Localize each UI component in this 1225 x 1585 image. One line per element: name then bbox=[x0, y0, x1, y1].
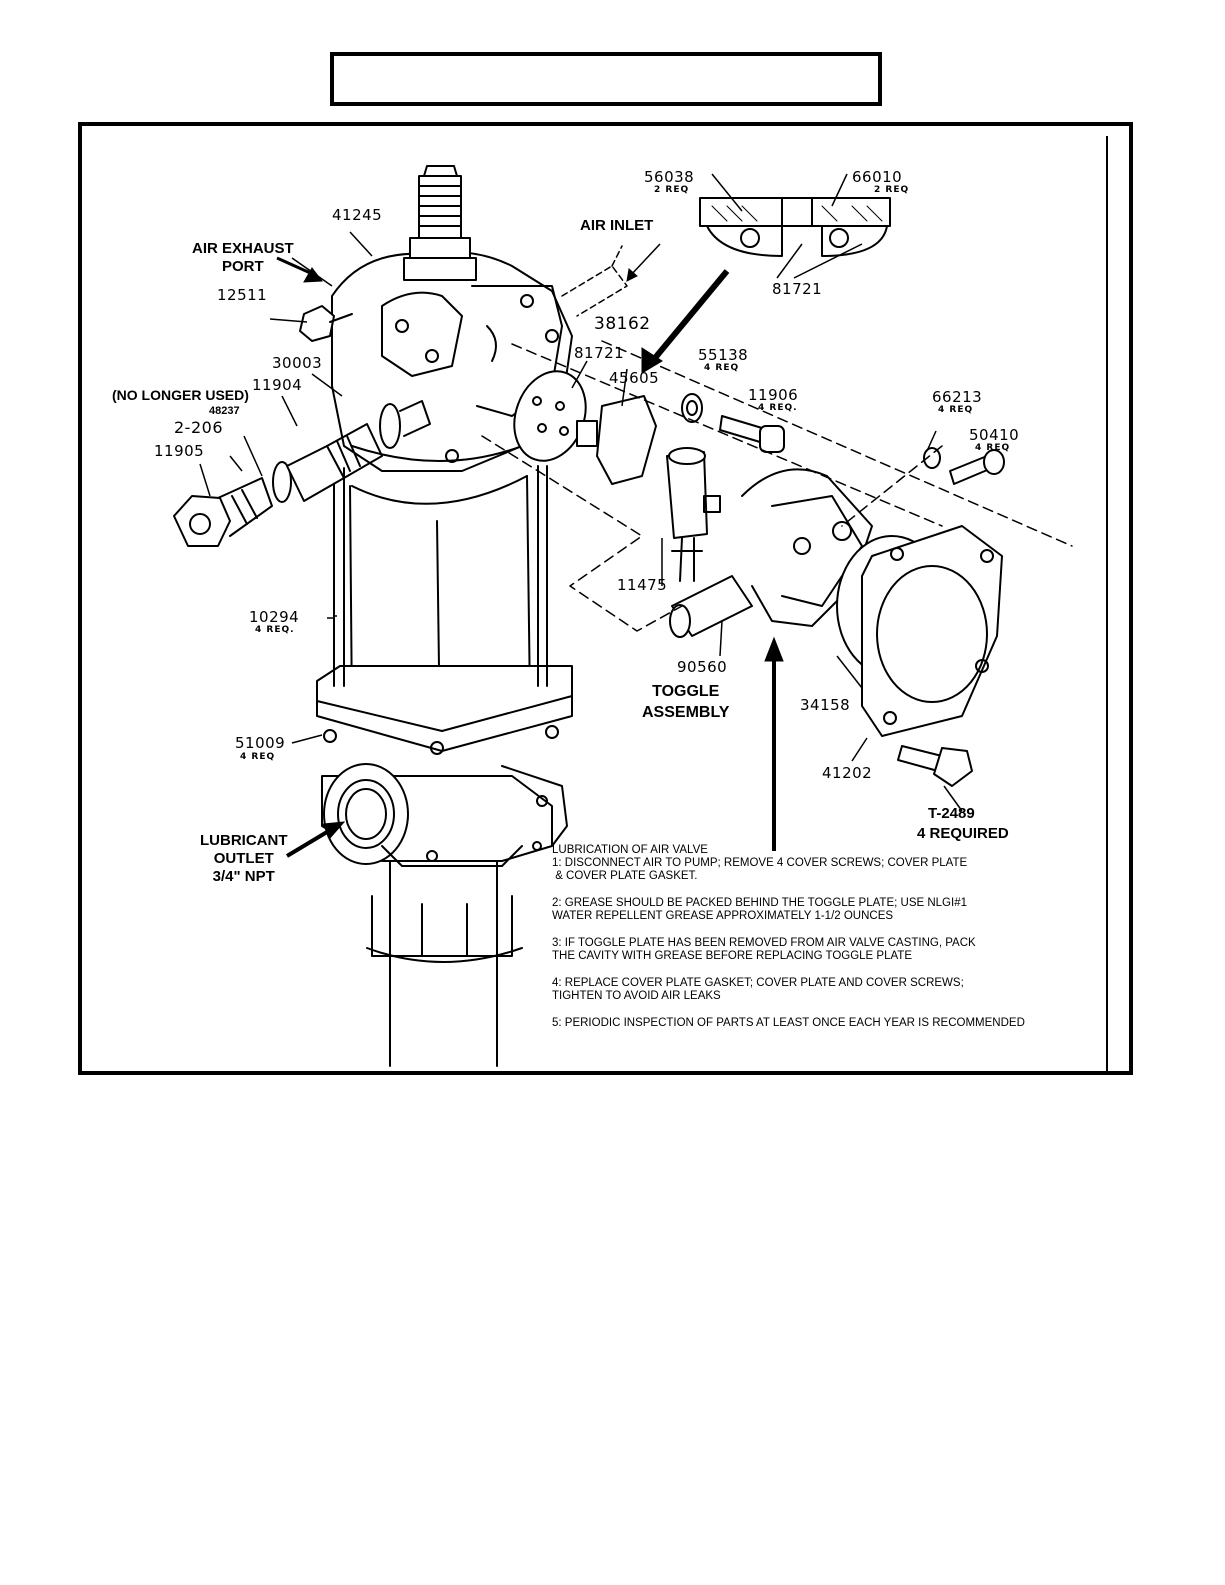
callout-55138: 55138 bbox=[698, 346, 749, 364]
callout-2-206: 2-206 bbox=[174, 418, 223, 437]
callout-50410-req: 4 REQ bbox=[975, 443, 1011, 453]
outlet-housing bbox=[321, 763, 568, 867]
arrows bbox=[276, 243, 784, 858]
screw-50410 bbox=[923, 447, 1005, 485]
callout-11906: 11906 bbox=[748, 386, 799, 404]
pin-11475 bbox=[666, 447, 721, 582]
notes-step-5: 5: PERIODIC INSPECTION OF PARTS AT LEAST… bbox=[552, 1017, 1025, 1029]
callout-10294-req: 4 REQ. bbox=[255, 625, 295, 635]
callout-66010: 66010 bbox=[852, 168, 903, 186]
notes-step-4: 4: REPLACE COVER PLATE GASKET; COVER PLA… bbox=[552, 977, 964, 1002]
callout-41202: 41202 bbox=[822, 764, 873, 782]
callout-lubricant-outlet: LUBRICANT OUTLET 3/4" NPT bbox=[200, 832, 288, 885]
callout-51009: 51009 bbox=[235, 734, 286, 752]
callout-55138-req: 4 REQ bbox=[704, 363, 740, 373]
air-cylinder bbox=[316, 465, 573, 755]
notes-step-1: 1: DISCONNECT AIR TO PUMP; REMOVE 4 COVE… bbox=[552, 857, 968, 882]
callout-81721-top: 81721 bbox=[772, 280, 823, 298]
callout-air-inlet: AIR INLET bbox=[580, 217, 654, 234]
callout-81721: 81721 bbox=[574, 344, 625, 362]
margin-rule bbox=[1106, 136, 1108, 1071]
callout-12511: 12511 bbox=[217, 286, 268, 304]
callout-30003: 30003 bbox=[272, 354, 323, 372]
callout-45605: 45605 bbox=[609, 369, 660, 387]
screw-11906 bbox=[719, 415, 785, 453]
notes-heading: LUBRICATION OF AIR VALVE bbox=[552, 844, 708, 856]
cover-plate-41202 bbox=[861, 525, 1003, 737]
callout-t2489-req: 4 REQUIRED bbox=[917, 825, 1009, 842]
callout-38162: 38162 bbox=[594, 314, 651, 334]
callout-51009-req: 4 REQ bbox=[240, 752, 276, 762]
callout-11906-req: 4 REQ. bbox=[758, 403, 798, 413]
callout-11904: 11904 bbox=[252, 376, 303, 394]
callout-56038: 56038 bbox=[644, 168, 695, 186]
air-inlet-pipe bbox=[561, 245, 628, 317]
screw-12511 bbox=[299, 305, 353, 342]
callout-48237: 48237 bbox=[209, 405, 240, 417]
callout-no-longer-used: (NO LONGER USED) bbox=[112, 387, 249, 403]
callout-90560: 90560 bbox=[677, 658, 728, 676]
top-fitting bbox=[403, 165, 477, 281]
diagram-frame: 41245 AIR EXHAUST PORT 12511 30003 (NO L… bbox=[78, 122, 1133, 1075]
assembly-guide-lines bbox=[481, 340, 1073, 632]
lubrication-notes: LUBRICATION OF AIR VALVE 1: DISCONNECT A… bbox=[552, 844, 1072, 1044]
callout-10294: 10294 bbox=[249, 608, 300, 626]
callout-56038-req: 2 REQ bbox=[654, 185, 690, 195]
screw-t2489 bbox=[897, 745, 973, 787]
callout-50410: 50410 bbox=[969, 426, 1020, 444]
pump-tube bbox=[366, 845, 523, 1067]
callout-34158: 34158 bbox=[800, 696, 851, 714]
notes-step-2: 2: GREASE SHOULD BE PACKED BEHIND THE TO… bbox=[552, 897, 967, 922]
leader-lines bbox=[199, 173, 963, 812]
exhaust-fittings bbox=[173, 400, 431, 547]
callout-toggle-assembly: TOGGLE ASSEMBLY bbox=[642, 683, 730, 721]
slide-valve-45605 bbox=[576, 395, 657, 485]
callout-41245: 41245 bbox=[332, 206, 383, 224]
spring-55138 bbox=[681, 393, 703, 423]
callout-air-exhaust-port: AIR EXHAUST PORT bbox=[192, 240, 294, 275]
callout-66213: 66213 bbox=[932, 388, 983, 406]
callout-11905: 11905 bbox=[154, 442, 205, 460]
valve-seat-detail bbox=[699, 197, 891, 257]
callout-66213-req: 4 REQ bbox=[938, 405, 974, 415]
title-box bbox=[330, 52, 882, 106]
callout-t2489: T-2489 bbox=[928, 805, 975, 822]
callout-11475: 11475 bbox=[617, 576, 668, 594]
notes-step-3: 3: IF TOGGLE PLATE HAS BEEN REMOVED FROM… bbox=[552, 937, 976, 962]
callout-66010-req: 2 REQ bbox=[874, 185, 910, 195]
pump-exploded-drawing bbox=[173, 165, 1073, 1067]
